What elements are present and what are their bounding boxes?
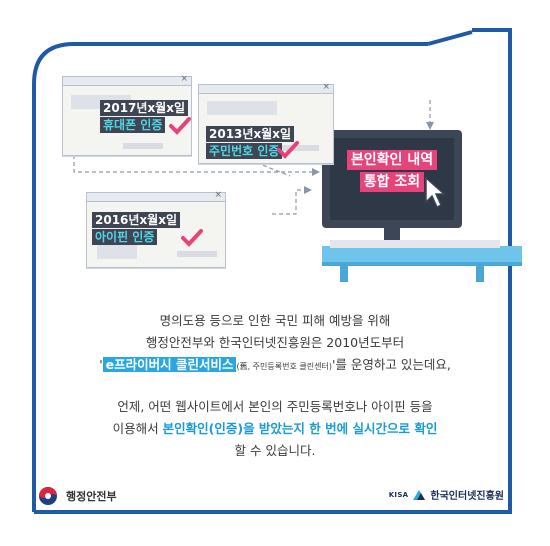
highlight-text: 본인확인(인증)을 받았는지 한 번에 실시간으로 확인 — [162, 421, 438, 436]
card-3-tag: 아이핀 인증 — [92, 229, 158, 245]
keyboard — [330, 240, 500, 248]
agency-name: 한국인터넷진흥원 — [430, 491, 504, 502]
paragraph-1-line-3: 'e프라이버시 클린서비스(舊, 주민등록번호 클린센터)'를 운영하고 있는데… — [99, 357, 451, 372]
paragraph-2-line-1: 언제, 어떤 웹사이트에서 본인의 주민등록번호나 아이핀 등을 — [117, 399, 433, 414]
card-1-tag: 휴대폰 인증 — [100, 117, 166, 133]
close-icon: × — [322, 82, 330, 92]
card-1-label: 2017년x월x일 휴대폰 인증 — [100, 100, 188, 133]
ministry-logo: 행정안전부 — [38, 486, 117, 506]
service-name: e프라이버시 클린서비스 — [102, 357, 237, 372]
ministry-name: 행정안전부 — [66, 490, 117, 503]
frame-line-right — [34, 28, 512, 514]
monitor-stand — [384, 228, 400, 240]
card-2-tag: 주민번호 인증 — [206, 143, 283, 159]
frame-line-left — [32, 42, 428, 512]
close-icon: × — [180, 74, 188, 84]
kisa-logo-icon — [413, 489, 426, 500]
paragraph-2-line-3: 할 수 있습니다. — [234, 443, 316, 458]
paragraph-2: 언제, 어떤 웹사이트에서 본인의 주민등록번호나 아이핀 등을 이용해서 본인… — [40, 396, 510, 462]
paragraph-2-line-2: 이용해서 본인확인(인증)을 받았는지 한 번에 실시간으로 확인 — [112, 421, 438, 436]
paragraph-1-line-1: 명의도용 등으로 인한 국민 피해 예방을 위해 — [159, 313, 391, 328]
paragraph-1: 명의도용 등으로 인한 국민 피해 예방을 위해 행정안전부와 한국인터넷진흥원… — [40, 310, 510, 378]
card-3-date: 2016년x월x일 — [92, 212, 180, 228]
card-1-date: 2017년x월x일 — [100, 100, 188, 116]
check-icon — [181, 229, 203, 247]
paragraph-1-line-2: 행정안전부와 한국인터넷진흥원은 2010년도부터 — [145, 335, 405, 350]
monitor-line-1: 본인확인 내역 — [346, 150, 438, 170]
desk-leg-left — [340, 266, 348, 282]
check-icon — [277, 141, 299, 159]
close-icon: × — [214, 190, 222, 200]
service-note: (舊, 주민등록번호 클린센터) — [236, 362, 332, 371]
kisa-mark: KISA — [388, 490, 409, 499]
ministry-logo-icon — [39, 487, 57, 505]
monitor-text: 본인확인 내역 통합 조회 — [340, 150, 444, 192]
card-3-label: 2016년x월x일 아이핀 인증 — [92, 212, 180, 245]
cursor-icon — [425, 176, 446, 209]
monitor-line-2: 통합 조회 — [359, 172, 425, 192]
frame-slant — [427, 30, 473, 46]
check-icon — [169, 117, 191, 135]
card-2-date: 2013년x월x일 — [206, 126, 294, 142]
card-2-label: 2013년x월x일 주민번호 인증 — [206, 126, 294, 159]
agency-logo: KISA 한국인터넷진흥원 — [389, 487, 504, 502]
desk-top — [322, 246, 522, 262]
desk-leg-right — [476, 266, 484, 282]
